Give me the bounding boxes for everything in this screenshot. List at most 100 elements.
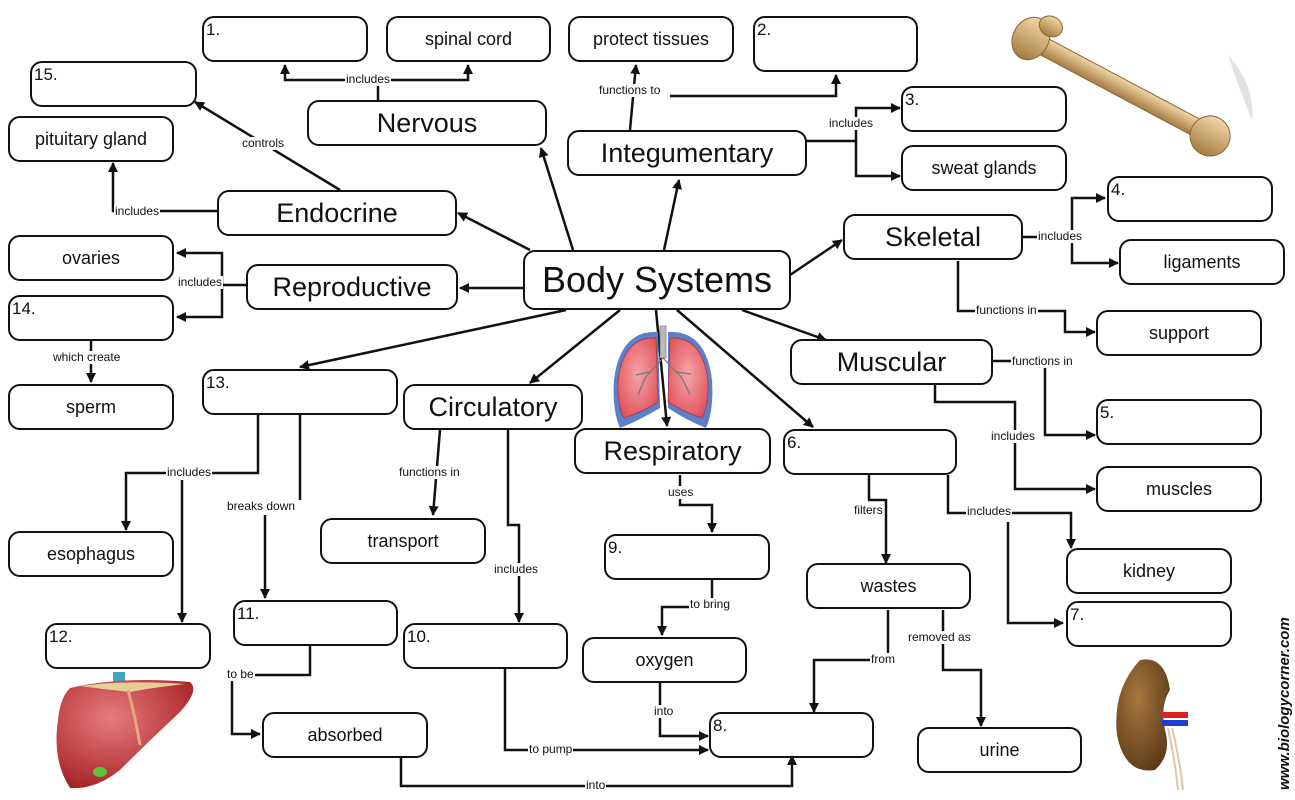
arrow-to-oxygen [657, 580, 714, 636]
arrow-oxygen-to-8 [658, 683, 709, 741]
blank-8[interactable]: 8. [709, 712, 874, 758]
arrow-to-10 [506, 430, 524, 623]
node-wastes: wastes [806, 563, 971, 609]
bone-image [1011, 15, 1253, 157]
arrow-10-to-8 [503, 668, 709, 755]
link-label-integ-functions-to: functions to [598, 83, 662, 97]
node-spinal-cord: spinal cord [386, 16, 551, 62]
arrow-to-urine [941, 610, 986, 727]
watermark: www.biologycorner.com [1276, 617, 1293, 790]
arrow-to-5 [992, 359, 1096, 440]
node-muscular: Muscular [790, 339, 993, 385]
arrow-to-1 [280, 64, 380, 100]
link-label-endocrine-includes: includes [114, 204, 161, 218]
node-sweat-glands: sweat glands [901, 145, 1067, 191]
blank-11[interactable]: 11. [233, 600, 398, 646]
link-label-to-bring: to bring [689, 597, 732, 611]
node-nervous: Nervous [307, 100, 547, 146]
arrow-to-pituitary [108, 162, 217, 213]
link-label-to-be: to be [226, 667, 255, 681]
arrow-to-integumentary [662, 179, 683, 251]
blank-13[interactable]: 13. [202, 369, 398, 415]
link-label-to-pump: to pump [528, 742, 574, 756]
arrow-to-ligaments [1070, 237, 1119, 268]
blank-3[interactable]: 3. [901, 86, 1067, 132]
arrow-to-muscles [933, 385, 1096, 494]
node-ligaments: ligaments [1119, 239, 1285, 285]
node-muscles: muscles [1096, 466, 1262, 512]
arrow-to-endocrine [457, 211, 531, 252]
node-endocrine: Endocrine [217, 190, 457, 236]
link-label-breaks-down: breaks down [226, 499, 297, 513]
link-label-from: from [870, 652, 896, 666]
link-label-into-absorbed: into [585, 778, 607, 792]
arrow-to-support [956, 261, 1096, 337]
node-skeletal: Skeletal [843, 214, 1023, 260]
link-label-muscular-functions-in: functions in [1011, 354, 1074, 368]
node-reproductive: Reproductive [246, 264, 458, 310]
link-label-skeletal-functions-in: functions in [975, 303, 1038, 317]
node-protect-tissues: protect tissues [568, 16, 734, 62]
arrow-to-14 [176, 285, 224, 322]
link-label-muscular-includes: includes [990, 429, 1037, 443]
arrow-to-13 [299, 308, 567, 371]
blank-1[interactable]: 1. [202, 16, 368, 62]
link-label-removed-as: removed as [907, 630, 972, 644]
arrow-to-nervous [538, 147, 575, 251]
blank-5[interactable]: 5. [1096, 399, 1262, 445]
arrow-to-9 [678, 475, 717, 533]
node-pituitary-gland: pituitary gland [8, 116, 174, 162]
node-sperm: sperm [8, 384, 174, 430]
arrow-to-sweat-glands [854, 141, 901, 181]
node-oxygen: oxygen [582, 637, 747, 683]
arrow-to-muscular [741, 308, 827, 342]
link-label-13-includes: includes [166, 465, 213, 479]
link-label-nervous-includes: includes [345, 72, 392, 86]
blank-12[interactable]: 12. [45, 623, 211, 669]
arrow-to-skeletal [789, 238, 843, 277]
blank-7[interactable]: 7. [1066, 601, 1232, 647]
blank-10[interactable]: 10. [403, 623, 568, 669]
arrow-to-wastes [867, 475, 891, 564]
liver-image [56, 672, 194, 789]
node-support: support [1096, 310, 1262, 356]
node-body-systems: Body Systems [523, 250, 791, 310]
node-ovaries: ovaries [8, 235, 174, 281]
arrow-to-circulatory [529, 309, 621, 384]
arrow-to-respiratory [654, 309, 672, 427]
node-respiratory: Respiratory [574, 428, 771, 474]
blank-14[interactable]: 14. [8, 295, 174, 341]
link-label-circ-functions-in: functions in [398, 465, 461, 479]
blank-4[interactable]: 4. [1107, 176, 1273, 222]
arrow-to-2 [670, 74, 841, 98]
node-absorbed: absorbed [262, 712, 428, 758]
arrow-wastes-to-8 [809, 610, 890, 713]
blank-2[interactable]: 2. [753, 16, 918, 72]
kidney-image [1116, 659, 1188, 791]
link-label-endocrine-controls: controls [241, 136, 286, 150]
link-label-skeletal-includes: includes [1037, 229, 1084, 243]
lungs-image [613, 325, 713, 428]
link-label-filters: filters [853, 503, 884, 517]
node-urine: urine [917, 727, 1082, 773]
arrow-to-spinal-cord [378, 64, 473, 82]
blank-15[interactable]: 15. [30, 61, 197, 107]
arrow-to-protect-tissues [628, 64, 641, 131]
link-label-which-create: which create [52, 350, 122, 364]
node-transport: transport [320, 518, 486, 564]
node-esophagus: esophagus [8, 531, 174, 577]
node-kidney: kidney [1066, 548, 1232, 594]
blank-9[interactable]: 9. [604, 534, 770, 580]
node-circulatory: Circulatory [403, 384, 583, 430]
link-label-integ-includes: includes [828, 116, 875, 130]
arrow-to-7 [1006, 522, 1064, 628]
link-label-6-includes: includes [966, 504, 1013, 518]
node-integumentary: Integumentary [567, 130, 807, 176]
arrow-to-6 [676, 309, 814, 428]
link-label-uses: uses [667, 485, 695, 499]
arrow-to-ovaries [176, 248, 246, 287]
blank-6[interactable]: 6. [783, 429, 957, 475]
link-label-repro-includes: includes [177, 275, 224, 289]
link-label-circ-includes: includes [493, 562, 540, 576]
